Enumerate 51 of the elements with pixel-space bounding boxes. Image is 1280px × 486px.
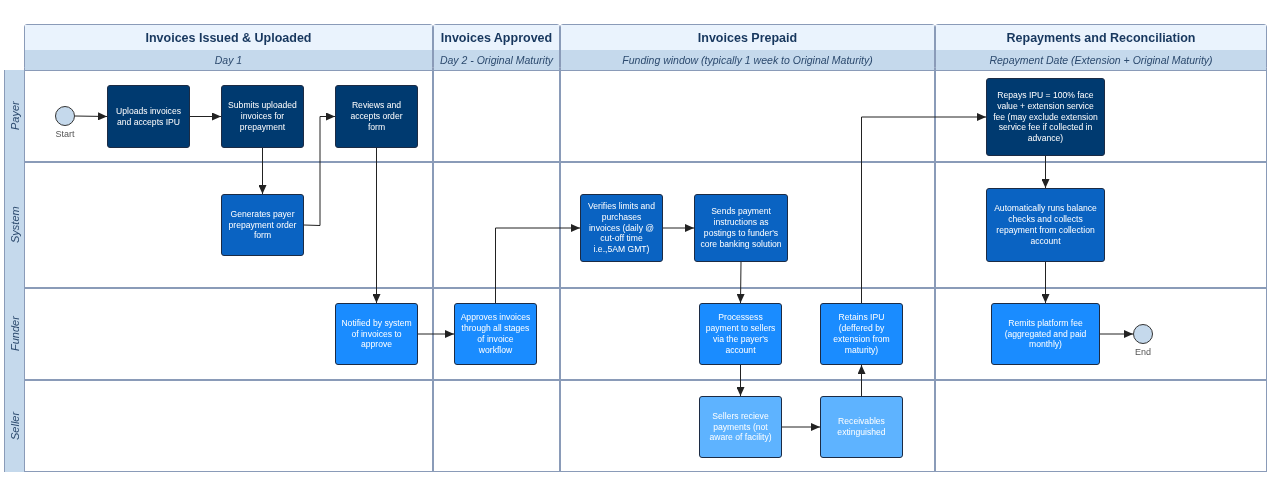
arrow bbox=[372, 147, 381, 304]
process-box: Uploads invoices and accepts IPU bbox=[107, 85, 190, 148]
arrow bbox=[1099, 330, 1134, 338]
phase-subtitle: Day 2 - Original Maturity bbox=[434, 50, 559, 71]
phase-header bbox=[24, 24, 433, 70]
arrow bbox=[736, 261, 745, 304]
process-box: Notified by system of invoices to approve bbox=[335, 303, 418, 365]
phase-title: Invoices Prepaid bbox=[561, 25, 934, 51]
process-box: Automatically runs balance checks and collects repayment from collection account bbox=[986, 188, 1105, 262]
phase-subtitle: Repayment Date (Extension + Original Maturity) bbox=[936, 50, 1266, 71]
lane-label: Funder bbox=[4, 288, 24, 380]
arrow bbox=[781, 423, 821, 431]
arrow bbox=[857, 364, 866, 397]
process-box: Generates payer prepayment order form bbox=[221, 194, 304, 256]
process-box: Retains IPU (deffered by extension from maturity) bbox=[820, 303, 903, 365]
process-box: Repays IPU = 100% face value + extension service fee (may exclude extension service fee if collected in advance) bbox=[986, 78, 1105, 156]
arrow bbox=[303, 112, 336, 226]
process-box: Remits platform fee (aggregated and paid monthly) bbox=[991, 303, 1100, 365]
arrow bbox=[189, 112, 222, 121]
phase-title: Invoices Issued & Uploaded bbox=[25, 25, 432, 51]
process-box: Reviews and accepts order form bbox=[335, 85, 418, 148]
process-box: Verifies limits and purchases invoices (daily @ cut-off time i.e.,5AM GMT) bbox=[580, 194, 663, 262]
event-circle bbox=[1133, 324, 1153, 344]
arrow bbox=[495, 224, 581, 304]
phase-header bbox=[433, 24, 560, 70]
phase-subtitle: Funding window (typically 1 week to Original Maturity) bbox=[561, 50, 934, 71]
arrow bbox=[861, 113, 987, 304]
arrow bbox=[74, 112, 108, 121]
phase-header bbox=[935, 24, 1267, 70]
arrow bbox=[736, 364, 745, 397]
arrow bbox=[417, 330, 455, 338]
arrow bbox=[1041, 155, 1050, 189]
arrow bbox=[258, 147, 267, 195]
process-box: Approves invoices through all stages of invoice workflow bbox=[454, 303, 537, 365]
phase-title: Invoices Approved bbox=[434, 25, 559, 51]
process-box: Processess payment to sellers via the payer's account bbox=[699, 303, 782, 365]
event-label: End bbox=[1134, 347, 1152, 357]
event-label: Start bbox=[54, 129, 76, 139]
event-circle bbox=[55, 106, 75, 126]
lane-label: Seller bbox=[4, 380, 24, 472]
lane-label: Payer bbox=[4, 70, 24, 162]
process-box: Submits uploaded invoices for prepayment bbox=[221, 85, 304, 148]
phase-title: Repayments and Reconciliation bbox=[936, 25, 1266, 51]
process-box: Receivables extinguished bbox=[820, 396, 903, 458]
arrow bbox=[662, 224, 695, 232]
phase-subtitle: Day 1 bbox=[25, 50, 432, 71]
process-box: Sellers recieve payments (not aware of facility) bbox=[699, 396, 782, 458]
phase-header bbox=[560, 24, 935, 70]
arrow bbox=[1041, 261, 1050, 304]
lane-label: System bbox=[4, 162, 24, 288]
process-box: Sends payment instructions as postings to funder's core banking solution bbox=[694, 194, 788, 262]
